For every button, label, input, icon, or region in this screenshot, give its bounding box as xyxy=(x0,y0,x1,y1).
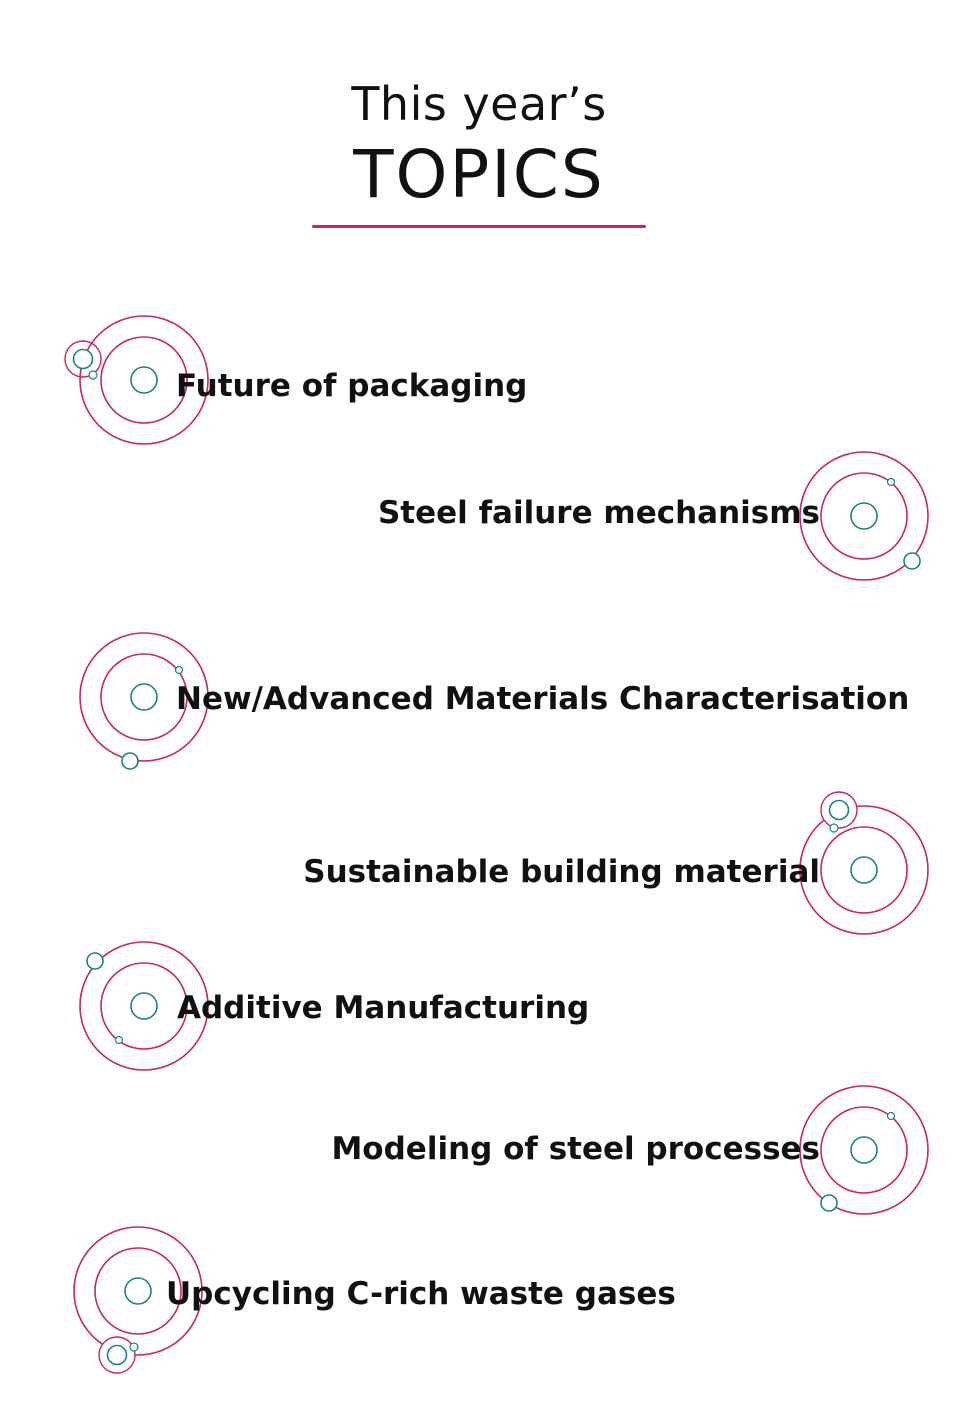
header-divider xyxy=(312,225,646,228)
topic-sustainable-building-material: Sustainable building material xyxy=(303,854,820,890)
topic-upcycling-c-rich-waste-gases: Upcycling C-rich waste gases xyxy=(166,1276,676,1312)
topic-steel-failure-mechanisms: Steel failure mechanisms xyxy=(377,495,820,531)
header-title: TOPICS xyxy=(353,136,605,213)
topic-future-of-packaging: Future of packaging xyxy=(176,368,528,404)
header-subtitle: This year’s xyxy=(351,77,607,131)
header: This year’s TOPICS xyxy=(0,0,958,240)
topic-additive-manufacturing: Additive Manufacturing xyxy=(177,990,590,1026)
topic-new-advanced-materials: New/Advanced Materials Characterisation xyxy=(176,681,910,717)
topic-modeling-of-steel-processes: Modeling of steel processes xyxy=(331,1131,820,1167)
